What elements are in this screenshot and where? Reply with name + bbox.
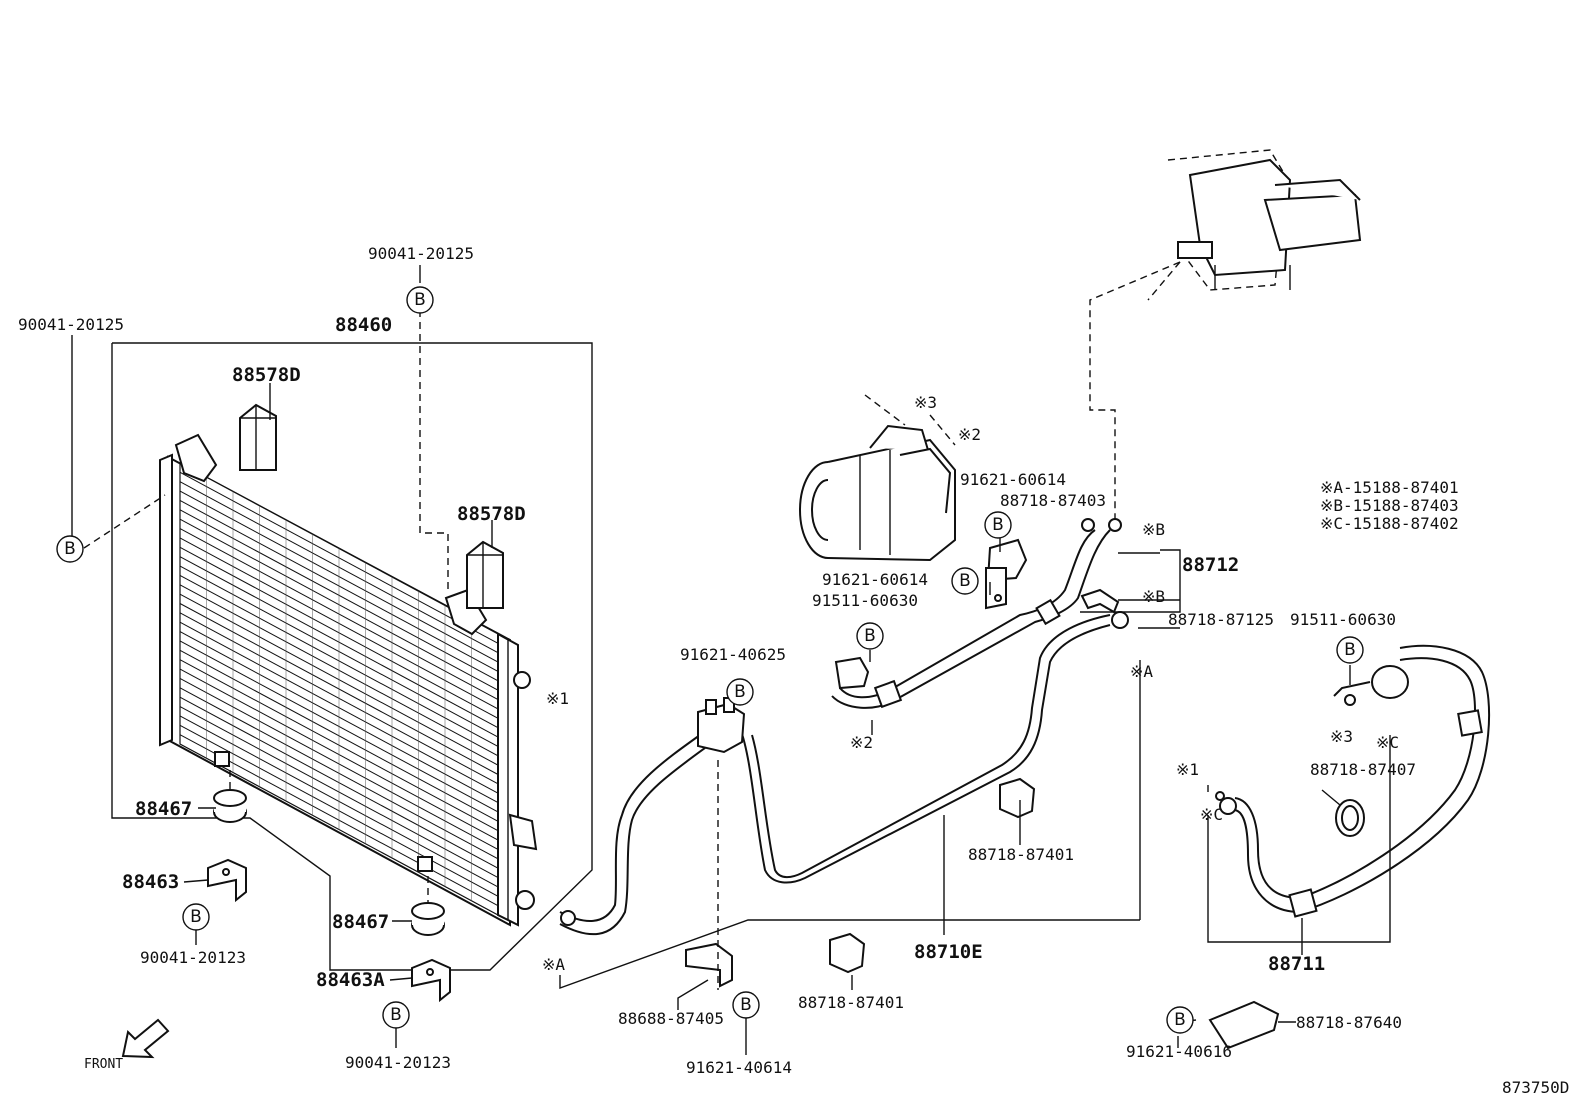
- svg-text:B: B: [992, 515, 1004, 535]
- label-91621-40625: 91621-40625: [680, 645, 786, 664]
- bolt-marker-top: B: [406, 286, 434, 314]
- bracket-88688-87405: [685, 942, 733, 988]
- clamp-88718-87403: [985, 538, 1028, 610]
- label-90041-20125-top: 90041-20125: [368, 244, 474, 263]
- label-88718-87401-b: 88718-87401: [798, 993, 904, 1012]
- label-88460: 88460: [335, 314, 392, 336]
- bolt-marker-91511-60630-a: B: [856, 622, 884, 650]
- evaporator-unit: [1167, 149, 1362, 291]
- label-mB-b: ※B: [1142, 587, 1165, 606]
- svg-text:B: B: [734, 682, 746, 702]
- label-mC-a: ※C: [1376, 733, 1399, 752]
- condenser-group-frame: [111, 342, 593, 971]
- label-91621-60614-b: 91621-60614: [822, 570, 928, 589]
- legend: ※A-15188-87401 ※B-15188-87403 ※C-15188-8…: [1320, 478, 1459, 533]
- label-88467-b: 88467: [332, 911, 389, 933]
- clamp-88718-87401-b: [829, 932, 866, 974]
- bolt-marker-88463: B: [182, 903, 210, 931]
- label-88718-87125: 88718-87125: [1168, 610, 1274, 629]
- svg-text:B: B: [390, 1005, 402, 1025]
- label-m1-right: ※1: [1176, 760, 1199, 779]
- compressor: [799, 424, 956, 562]
- label-88718-87407: 88718-87407: [1310, 760, 1416, 779]
- svg-text:B: B: [64, 539, 76, 559]
- leader-lines: [71, 265, 1391, 1055]
- label-m3-right: ※3: [1330, 727, 1353, 746]
- label-91621-60614-a: 91621-60614: [960, 470, 1066, 489]
- hose-88712: [831, 518, 1122, 709]
- cushion-88467-b: [411, 876, 445, 936]
- insulator-88578D-a: [239, 403, 277, 471]
- clamp-88718-87401-a: [999, 777, 1036, 819]
- label-m1-left: ※1: [546, 689, 569, 708]
- front-arrow-icon: [121, 1018, 170, 1059]
- label-88718-87640: 88718-87640: [1296, 1013, 1402, 1032]
- bolt-marker-91621-40625: B: [726, 678, 754, 706]
- label-88463A: 88463A: [316, 969, 385, 991]
- label-91511-60630-b: 91511-60630: [1290, 610, 1396, 629]
- bracket-88463: [207, 858, 247, 903]
- clamp-88718-87640: [1208, 1000, 1280, 1050]
- bolt-marker-88463A: B: [382, 1001, 410, 1029]
- label-91621-40614: 91621-40614: [686, 1058, 792, 1077]
- svg-text:B: B: [414, 290, 426, 310]
- label-88718-87401-a: 88718-87401: [968, 845, 1074, 864]
- clamp-88718-87125: [1080, 588, 1120, 614]
- label-m2-top: ※2: [958, 425, 981, 444]
- svg-text:B: B: [1344, 640, 1356, 660]
- insulator-88578D-b: [466, 540, 504, 609]
- pipe-88710E: [559, 611, 1129, 936]
- label-88710E: 88710E: [914, 941, 983, 963]
- condenser: [159, 433, 538, 927]
- label-m3-top: ※3: [914, 393, 937, 412]
- bolt-marker-91511-60630-b: B: [1336, 636, 1364, 664]
- bolt-marker-91621-40614: B: [732, 991, 760, 1019]
- bracket-88463A: [411, 958, 451, 1003]
- label-88688-87405: 88688-87405: [618, 1009, 724, 1028]
- label-m2-bottom: ※2: [850, 733, 873, 752]
- label-90041-20123-a: 90041-20123: [140, 948, 246, 967]
- label-90041-20123-b: 90041-20123: [345, 1053, 451, 1072]
- leader-evap-2: [1147, 261, 1181, 301]
- label-88463: 88463: [122, 871, 179, 893]
- label-mB-a: ※B: [1142, 520, 1165, 539]
- front-label: FRONT: [84, 1057, 123, 1072]
- cushion-88467-a: [213, 770, 247, 823]
- label-90041-20125-left: 90041-20125: [18, 315, 124, 334]
- legend-c: ※C-15188-87402: [1320, 514, 1459, 533]
- bolt-marker-91621-40616: B: [1166, 1006, 1194, 1034]
- svg-text:B: B: [1174, 1010, 1186, 1030]
- label-88711: 88711: [1268, 953, 1325, 975]
- leader-m2-compressor: [929, 414, 956, 446]
- bolt-marker-91621-60614-a: B: [984, 511, 1012, 539]
- label-88467-a: 88467: [135, 798, 192, 820]
- label-91511-60630-a: 91511-60630: [812, 591, 918, 610]
- label-88712: 88712: [1182, 554, 1239, 576]
- svg-text:B: B: [864, 626, 876, 646]
- bolt-marker-91621-60614-b: B: [951, 567, 979, 595]
- leader-m3-compressor: [864, 394, 906, 426]
- label-88718-87403: 88718-87403: [1000, 491, 1106, 510]
- label-88578D-b: 88578D: [457, 503, 526, 525]
- legend-a: ※A-15188-87401: [1320, 478, 1459, 497]
- leader-evap-88712: [1089, 261, 1181, 520]
- svg-text:B: B: [959, 571, 971, 591]
- legend-b: ※B-15188-87403: [1320, 496, 1459, 515]
- hose-88711: [1215, 644, 1491, 918]
- label-mC-b: ※C: [1200, 805, 1223, 824]
- label-88578D-a: 88578D: [232, 364, 301, 386]
- svg-text:B: B: [740, 995, 752, 1015]
- diagram-code: 873750D: [1502, 1078, 1569, 1097]
- label-mA-left: ※A: [542, 955, 565, 974]
- label-91621-40616: 91621-40616: [1126, 1042, 1232, 1061]
- bolt-marker-left: B: [56, 535, 84, 563]
- label-mA-right: ※A: [1130, 662, 1153, 681]
- clamp-88718-87407: [1335, 799, 1365, 837]
- svg-text:B: B: [190, 907, 202, 927]
